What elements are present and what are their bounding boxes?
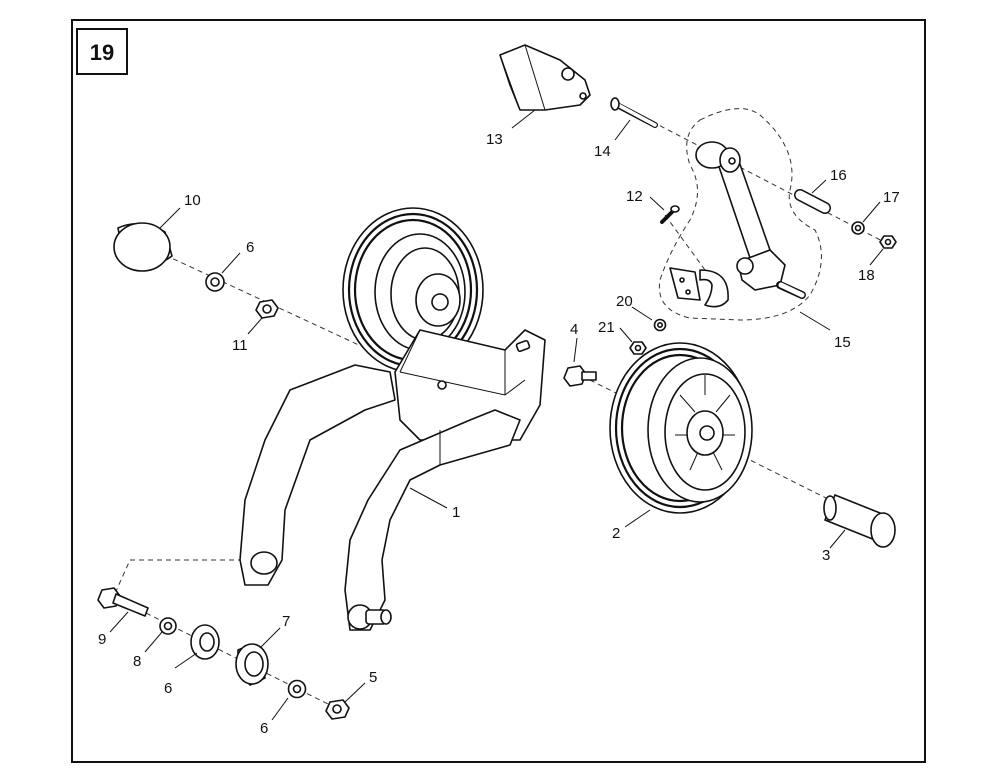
assembly-line-bolt	[111, 559, 270, 601]
callout-3: 3	[822, 547, 830, 564]
main-frame-part	[239, 329, 546, 631]
pivot-bolt-part	[610, 97, 658, 128]
callout-15: 15	[834, 334, 851, 351]
bracket-part	[499, 44, 591, 111]
callout-16: 16	[830, 167, 847, 184]
left-wheel	[342, 207, 484, 373]
callout-18: 18	[858, 267, 875, 284]
assembly-line-axle-left	[164, 254, 446, 386]
callout-11: 11	[232, 337, 248, 354]
callout-6-bottom: 6	[260, 720, 268, 737]
callout-12: 12	[626, 188, 643, 205]
axle-pin-part	[823, 494, 896, 548]
figure-number: 19	[90, 40, 114, 65]
bushing-7-part	[235, 643, 269, 686]
callout-7: 7	[282, 613, 290, 630]
callout-21: 21	[598, 319, 615, 336]
assembly-line-pivot	[619, 104, 891, 246]
bolt-4-part	[563, 365, 597, 387]
diagram-frame	[71, 19, 926, 763]
cylinder-pin-part	[794, 189, 831, 214]
callout-17: 17	[883, 189, 900, 206]
figure-number-box	[76, 28, 128, 75]
assembly-line-pin	[664, 214, 706, 271]
callout-13: 13	[486, 131, 503, 148]
callout-6-top: 6	[246, 239, 254, 256]
callout-6-middle: 6	[164, 680, 172, 697]
right-wheel-part	[609, 342, 753, 514]
callout-20: 20	[616, 293, 633, 310]
latch-assembly-outline	[658, 108, 822, 321]
cap-part	[113, 222, 173, 272]
callout-8: 8	[133, 653, 141, 670]
callout-9: 9	[98, 631, 106, 648]
callout-10: 10	[184, 192, 201, 209]
latch-hook-part	[669, 267, 729, 308]
callout-4: 4	[570, 321, 578, 338]
callout-2: 2	[612, 525, 620, 542]
latch-arm-part	[695, 141, 806, 299]
small-pin-part	[660, 205, 680, 224]
callout-5: 5	[369, 669, 377, 686]
callout-1: 1	[452, 504, 460, 521]
leader-lines	[109, 109, 884, 721]
bolt-9-part	[97, 587, 149, 617]
callout-14: 14	[594, 143, 611, 160]
